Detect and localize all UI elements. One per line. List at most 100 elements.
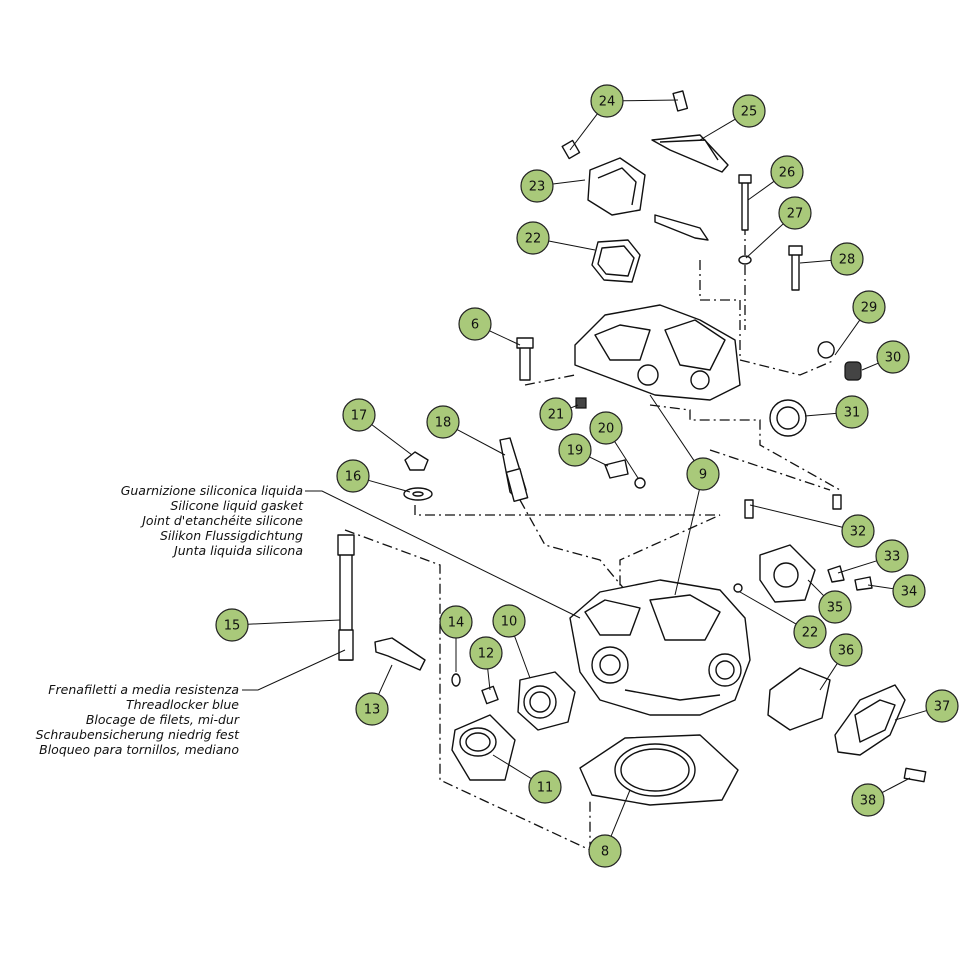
callout-number: 27 bbox=[787, 207, 804, 222]
callout-circle bbox=[841, 514, 875, 548]
callout-circle bbox=[492, 604, 526, 638]
silicone-note-line: Joint d'etanchéite silicone bbox=[139, 513, 303, 528]
callout-c36: 36 bbox=[829, 633, 863, 667]
callout-circle bbox=[469, 636, 503, 670]
cover-gasket-oval bbox=[654, 214, 709, 241]
intake-and-side-parts bbox=[337, 534, 576, 781]
callout-number: 29 bbox=[861, 301, 878, 316]
callout-leader-line bbox=[834, 319, 861, 356]
callout-number: 12 bbox=[478, 647, 495, 662]
callout-c19: 19 bbox=[558, 433, 592, 467]
callout-circle bbox=[852, 290, 886, 324]
callout-c15: 15 bbox=[215, 608, 249, 642]
callout-number: 6 bbox=[471, 318, 479, 333]
callout-number: 9 bbox=[699, 468, 707, 483]
silicone-note: Guarnizione siliconica liquida Silicone … bbox=[121, 483, 304, 558]
callout-number: 24 bbox=[599, 95, 616, 110]
callout-circle bbox=[439, 605, 473, 639]
callout-leader-line bbox=[378, 664, 393, 695]
callout-circle bbox=[558, 433, 592, 467]
callout-leader-line bbox=[514, 635, 531, 679]
callout-c27: 27 bbox=[778, 196, 812, 230]
callout-circle bbox=[520, 169, 554, 203]
callout-leader-line bbox=[570, 404, 579, 409]
callout-c12: 12 bbox=[469, 636, 503, 670]
callout-leader-line bbox=[799, 259, 832, 264]
callout-leader-line bbox=[819, 663, 838, 691]
callout-circle bbox=[355, 692, 389, 726]
callout-leader-line bbox=[548, 240, 596, 251]
callout-leader-line bbox=[894, 710, 927, 721]
callout-circle bbox=[818, 590, 852, 624]
spark-plug-group bbox=[403, 437, 646, 503]
callout-circle bbox=[875, 539, 909, 573]
callout-leader-line bbox=[807, 579, 825, 597]
callout-c26: 26 bbox=[770, 155, 804, 189]
callout-leader-line bbox=[614, 441, 639, 479]
callout-circle bbox=[590, 84, 624, 118]
callout-leader-line bbox=[622, 99, 679, 102]
callout-leader-line bbox=[674, 489, 700, 596]
callout-leader-line bbox=[610, 789, 631, 837]
callout-leader-line bbox=[881, 777, 911, 794]
callout-number: 14 bbox=[448, 616, 465, 631]
callout-number: 17 bbox=[351, 409, 368, 424]
callout-leader-line bbox=[368, 479, 411, 493]
callout-number: 31 bbox=[844, 406, 861, 421]
note-leaders bbox=[242, 490, 581, 691]
callout-leader-line bbox=[861, 362, 879, 371]
callout-leader-line bbox=[837, 560, 877, 574]
callout-circle bbox=[588, 834, 622, 868]
callout-c34: 34 bbox=[892, 574, 926, 608]
threadlocker-note-line: Frenafiletti a media resistenza bbox=[48, 682, 239, 697]
callout-c13: 13 bbox=[355, 692, 389, 726]
callout-circle bbox=[215, 608, 249, 642]
callout-circle bbox=[426, 405, 460, 439]
callout-c10: 10 bbox=[492, 604, 526, 638]
head-gasket bbox=[579, 734, 739, 806]
assembly-guide-lines bbox=[344, 225, 841, 852]
threadlocker-note-line: Threadlocker blue bbox=[126, 697, 239, 712]
callout-leader-line bbox=[487, 668, 491, 691]
callout-number: 18 bbox=[435, 416, 452, 431]
callout-circle bbox=[458, 307, 492, 341]
callout-circle bbox=[876, 340, 910, 374]
callout-leader-line bbox=[247, 619, 341, 625]
callout-number: 26 bbox=[779, 166, 796, 181]
callout-circle bbox=[925, 689, 959, 723]
callout-number: 25 bbox=[741, 105, 758, 120]
callout-leader-line bbox=[699, 118, 736, 141]
callout-c16: 16 bbox=[336, 459, 370, 493]
threadlocker-note-line: Schraubensicherung niedrig fest bbox=[36, 727, 241, 742]
callout-leaders bbox=[247, 99, 927, 837]
callout-number: 15 bbox=[224, 619, 241, 634]
callout-number: 32 bbox=[850, 525, 867, 540]
callout-c29: 29 bbox=[852, 290, 886, 324]
callout-circle bbox=[539, 397, 573, 431]
callout-circle bbox=[686, 457, 720, 491]
callout-leader-line bbox=[739, 591, 797, 625]
callout-circle bbox=[528, 770, 562, 804]
callout-c22a: 22 bbox=[516, 221, 550, 255]
callout-number: 21 bbox=[548, 408, 565, 423]
callout-c8: 8 bbox=[588, 834, 622, 868]
callout-c9: 9 bbox=[686, 457, 720, 491]
callout-c20: 20 bbox=[589, 411, 623, 445]
callout-number: 10 bbox=[501, 615, 518, 630]
callout-leader-line bbox=[747, 180, 775, 201]
callout-c25: 25 bbox=[732, 94, 766, 128]
callout-number: 34 bbox=[901, 585, 918, 600]
callout-number: 8 bbox=[601, 845, 609, 860]
cylinder-head bbox=[569, 494, 842, 716]
callout-number: 11 bbox=[537, 781, 554, 796]
callout-circle bbox=[516, 221, 550, 255]
callout-number: 37 bbox=[934, 700, 951, 715]
callout-number: 30 bbox=[885, 351, 902, 366]
callout-circle bbox=[830, 242, 864, 276]
silicone-note-line: Junta liquida silicona bbox=[171, 543, 303, 558]
callout-leader-line bbox=[745, 223, 784, 259]
callout-circle bbox=[336, 459, 370, 493]
callout-c14: 14 bbox=[439, 605, 473, 639]
